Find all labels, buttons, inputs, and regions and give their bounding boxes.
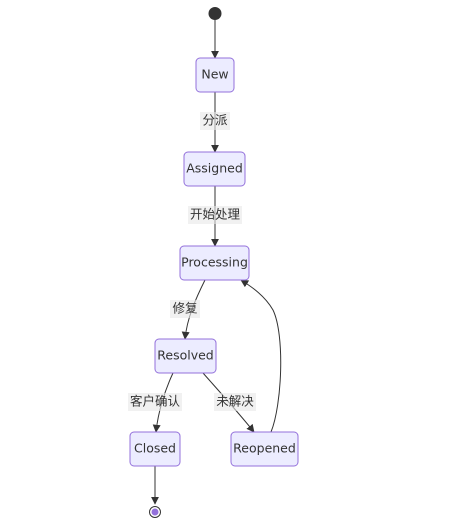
edge-reopened-processing xyxy=(240,279,282,433)
state-assigned-label: Assigned xyxy=(186,161,243,176)
edge-label-resolved-closed-text: 客户确认 xyxy=(130,394,181,409)
state-closed: Closed xyxy=(129,431,181,467)
state-assigned: Assigned xyxy=(183,151,246,187)
edge-label-resolved-closed: 客户确认 xyxy=(128,393,182,411)
state-new-label: New xyxy=(201,67,228,82)
edge-label-processing-resolved-text: 修复 xyxy=(172,301,198,316)
state-resolved-label: Resolved xyxy=(157,348,213,363)
state-resolved: Resolved xyxy=(154,338,217,374)
end-state xyxy=(149,506,161,518)
state-processing: Processing xyxy=(179,245,250,281)
start-state xyxy=(208,7,222,20)
state-closed-label: Closed xyxy=(134,441,176,456)
state-reopened-label: Reopened xyxy=(233,441,296,456)
edge-label-new-assigned: 分派 xyxy=(200,112,230,130)
state-new: New xyxy=(195,57,235,93)
edge-label-assigned-processing-text: 开始处理 xyxy=(190,207,241,222)
edge-label-resolved-reopened-text: 未解决 xyxy=(216,394,254,409)
edge-label-processing-resolved: 修复 xyxy=(170,300,200,318)
state-processing-label: Processing xyxy=(181,255,248,270)
edge-label-new-assigned-text: 分派 xyxy=(202,113,228,128)
edge-label-resolved-reopened: 未解决 xyxy=(214,393,256,411)
state-reopened: Reopened xyxy=(230,431,299,467)
edge-label-assigned-processing: 开始处理 xyxy=(188,206,242,224)
